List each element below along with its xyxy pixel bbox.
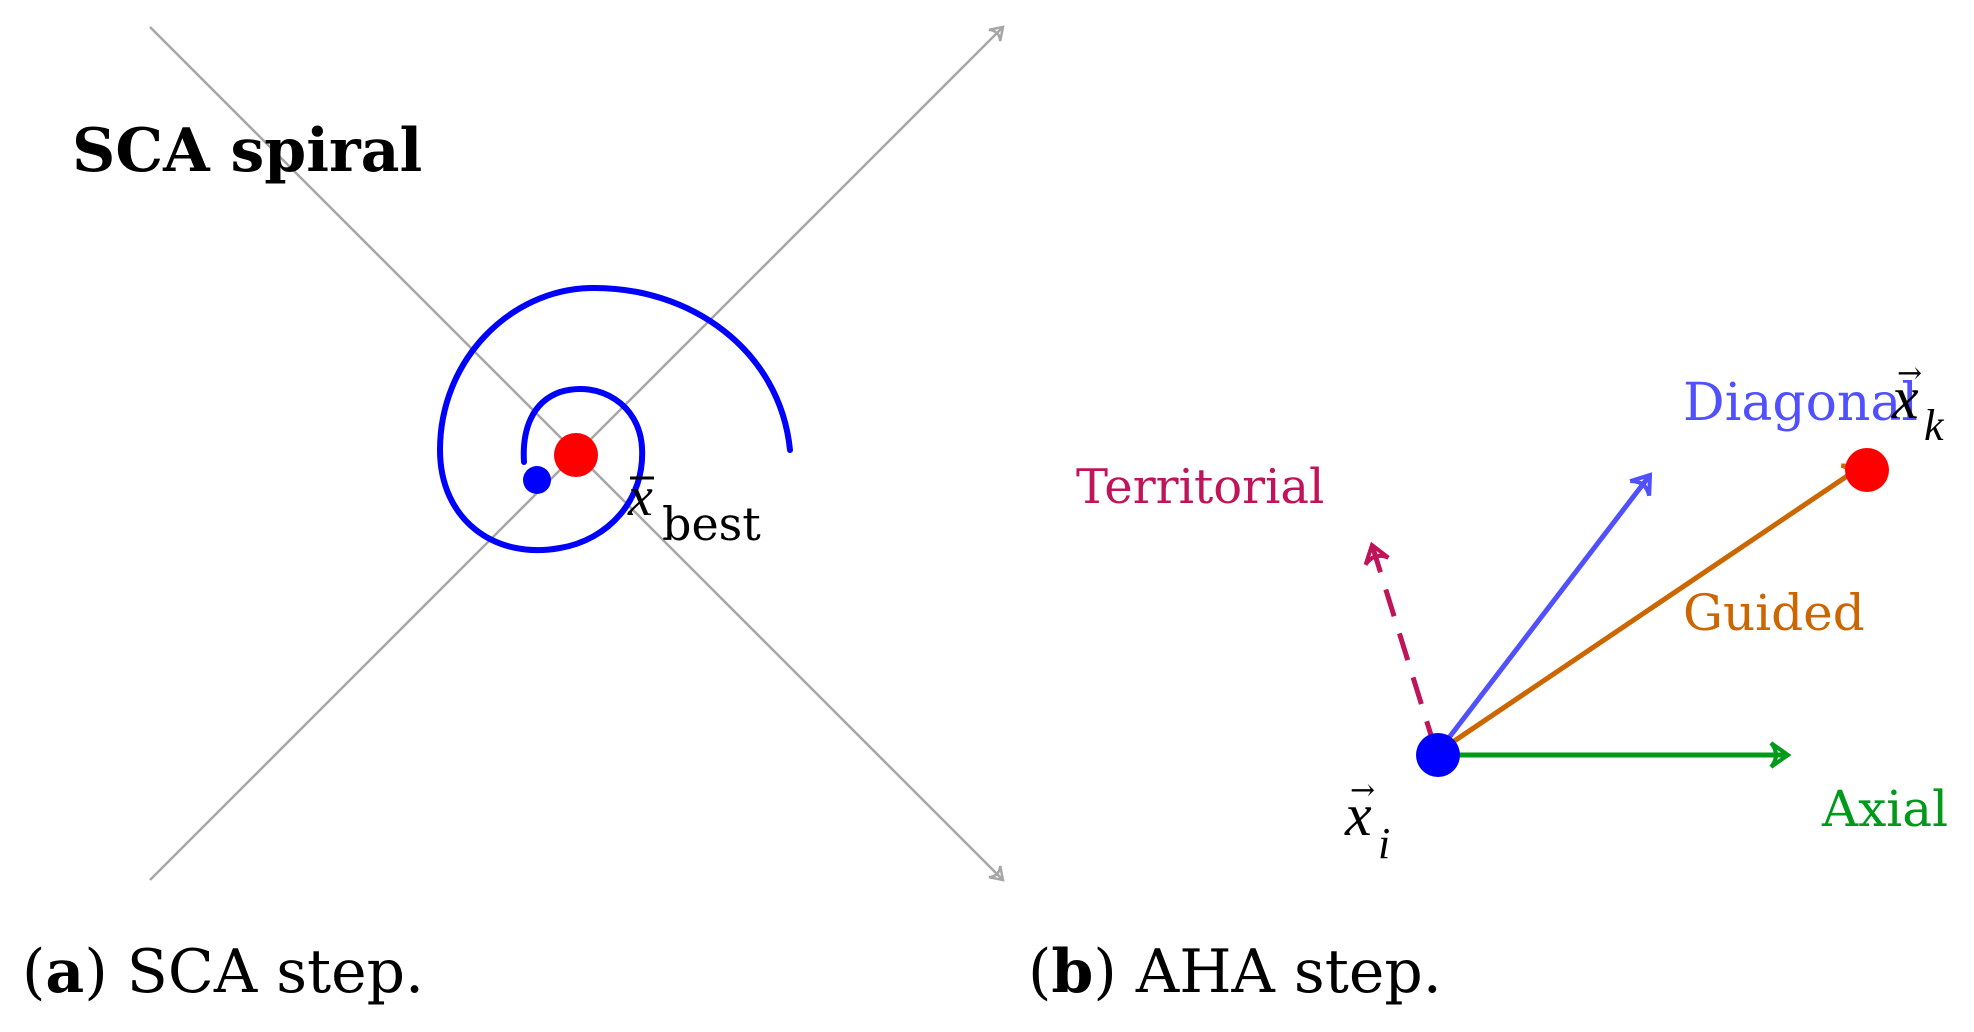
best-point <box>554 433 598 477</box>
guided-arrow <box>1436 463 1865 755</box>
best-label-subscript: best <box>662 497 761 551</box>
xk-label-symbol: x <box>1891 365 1919 431</box>
best-label: x best <box>627 466 761 551</box>
caption-a-text: SCA step. <box>108 937 424 1007</box>
xi-label-symbol: x <box>1344 782 1372 848</box>
xi-label-subscript: i <box>1378 819 1390 868</box>
diagonal-label: Diagonal <box>1683 373 1918 433</box>
diagonal-arrow <box>1436 472 1653 754</box>
xk-label-subscript: k <box>1924 401 1945 450</box>
panel-a-title: SCA spiral <box>72 116 422 186</box>
caption-b-letter: b <box>1051 937 1093 1007</box>
territorial-label: Territorial <box>1076 459 1324 515</box>
caption-b-text: AHA step. <box>1117 937 1442 1007</box>
xk-label: x → k <box>1891 356 1945 450</box>
start-point <box>523 466 551 494</box>
panel-b: Territorial Diagonal Guided Axial x → k … <box>1028 356 1948 1007</box>
sca-spiral <box>436 284 793 554</box>
best-label-symbol: x <box>627 466 653 528</box>
territorial-arrow <box>1363 541 1438 749</box>
xi-label-vector-arrow: → <box>1350 773 1375 808</box>
xi-label: x → i <box>1344 773 1390 868</box>
xi-point <box>1416 733 1460 777</box>
panel-a: SCA spiral x best (a) SCA step. <box>22 25 1005 1007</box>
caption-a-letter: a <box>45 937 84 1007</box>
axial-label: Axial <box>1821 780 1948 838</box>
caption-a: (a) SCA step. <box>22 937 424 1007</box>
caption-b: (b) AHA step. <box>1028 937 1442 1007</box>
guided-label: Guided <box>1683 584 1865 642</box>
xk-label-vector-arrow: → <box>1897 356 1922 391</box>
xk-point <box>1845 448 1889 492</box>
